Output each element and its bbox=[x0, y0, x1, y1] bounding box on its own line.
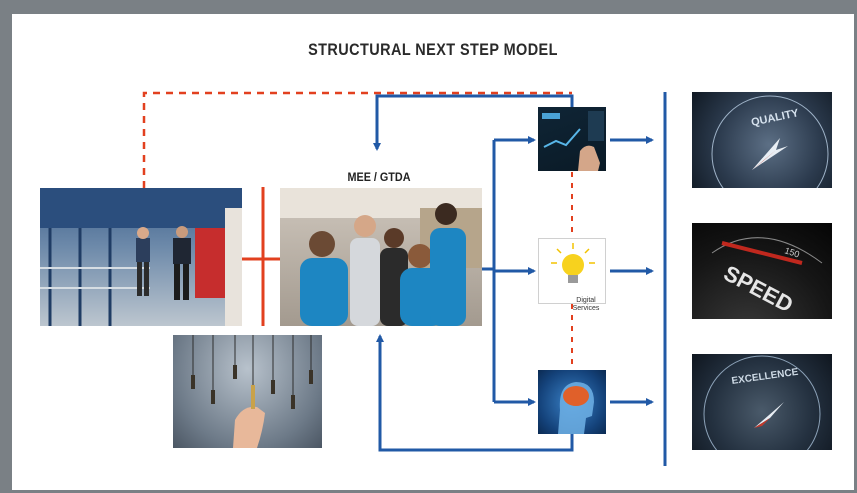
excellence-compass-photo: EXCELLENCE bbox=[692, 354, 832, 450]
brain-head-photo bbox=[538, 370, 606, 434]
quality-compass-photo: QUALITY bbox=[692, 92, 832, 188]
speed-gauge-photo: 150 SPEED bbox=[692, 223, 832, 319]
digital-services-line-2: Services bbox=[572, 305, 600, 312]
excellence-word: EXCELLENCE bbox=[731, 367, 799, 387]
diagram-canvas: STRUCTURAL NEXT STEP MODEL bbox=[12, 14, 854, 490]
hub-label: MEE / GTDA bbox=[347, 170, 411, 184]
lightbulb-icon bbox=[551, 243, 595, 283]
connector-lines bbox=[142, 91, 667, 466]
digital-services-label: Digital Services bbox=[560, 297, 612, 313]
diagram-title: STRUCTURAL NEXT STEP MODEL bbox=[308, 40, 558, 59]
speed-gauge-illustration: 150 SPEED bbox=[711, 237, 823, 317]
digital-services-line-1: Digital bbox=[576, 297, 596, 304]
quality-word: QUALITY bbox=[750, 107, 800, 129]
brain-head-illustration bbox=[558, 382, 594, 434]
digital-services-icon bbox=[538, 238, 606, 304]
hanging-keys-photo bbox=[173, 335, 322, 448]
excellence-compass-illustration: EXCELLENCE bbox=[703, 355, 821, 450]
quality-compass-illustration: QUALITY bbox=[711, 95, 829, 188]
factory-meeting-illustration bbox=[40, 188, 242, 326]
factory-meeting-photo bbox=[40, 188, 242, 326]
speed-word: SPEED bbox=[720, 260, 798, 317]
team-meeting-illustration bbox=[280, 188, 482, 326]
team-meeting-photo bbox=[280, 188, 482, 326]
touch-screen-illustration bbox=[542, 111, 604, 171]
speed-tick-150: 150 bbox=[783, 245, 800, 259]
hanging-keys-illustration bbox=[191, 335, 313, 448]
touch-screen-photo bbox=[538, 107, 606, 171]
